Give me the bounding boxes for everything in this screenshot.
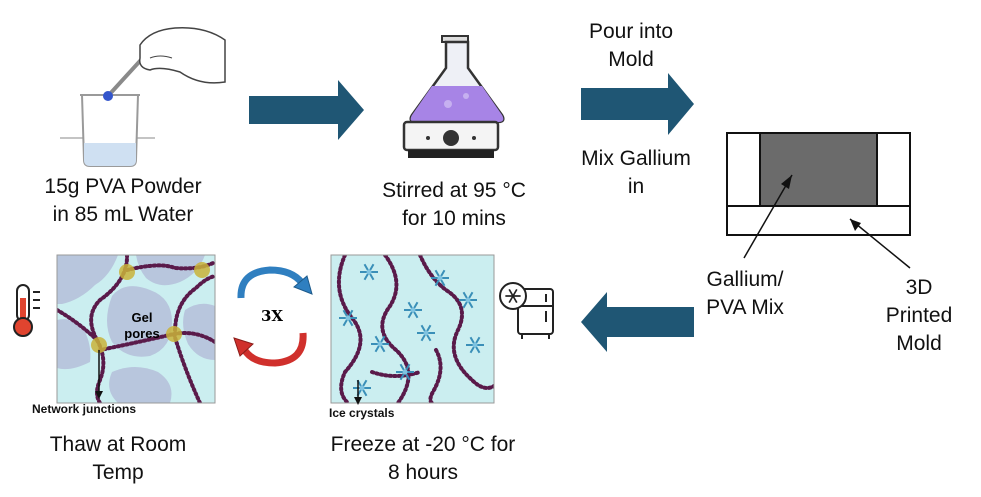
step-thaw-label: Thaw at Room Temp [49, 433, 187, 484]
network-pointer [95, 350, 103, 399]
gel-pores-label-line2: pores [124, 326, 159, 341]
mold-diagram [726, 132, 911, 269]
printed-mold-label: 3D Printed Mold [885, 276, 953, 355]
step-freeze-label: Freeze at -20 °C for 8 hours [330, 433, 516, 484]
gallium-mix-label: Gallium/ PVA Mix [706, 268, 784, 319]
thaw-panel-border [56, 254, 216, 404]
thaw-panel: Gel pores [57, 255, 215, 403]
ice-crystals-label: Ice crystals [329, 406, 395, 420]
step-pour-label: Pour into Mold [588, 20, 674, 71]
arrow-right-2 [581, 73, 694, 135]
beaker-hand-icon [60, 27, 226, 167]
network-junctions-label: Network junctions [32, 402, 137, 416]
thermometer-icon [13, 284, 40, 337]
freezer-icon [499, 282, 554, 339]
arrow-left [581, 292, 694, 352]
cycle-arrows-icon: 3X [233, 266, 313, 367]
arrow-right-1 [249, 80, 364, 140]
step-powder-label: 15g PVA Powder in 85 mL Water [44, 175, 202, 226]
gel-pores-label-line1: Gel [132, 310, 153, 325]
step-stir-label: Stirred at 95 °C for 10 mins [382, 179, 526, 230]
cycle-count: 3X [261, 307, 283, 325]
freeze-panel [331, 255, 494, 403]
ice-pointer [354, 380, 362, 405]
freeze-panel-border [330, 254, 495, 404]
step-mix-label: Mix Gallium in [581, 147, 691, 198]
hot-plate-flask-icon [402, 35, 505, 158]
